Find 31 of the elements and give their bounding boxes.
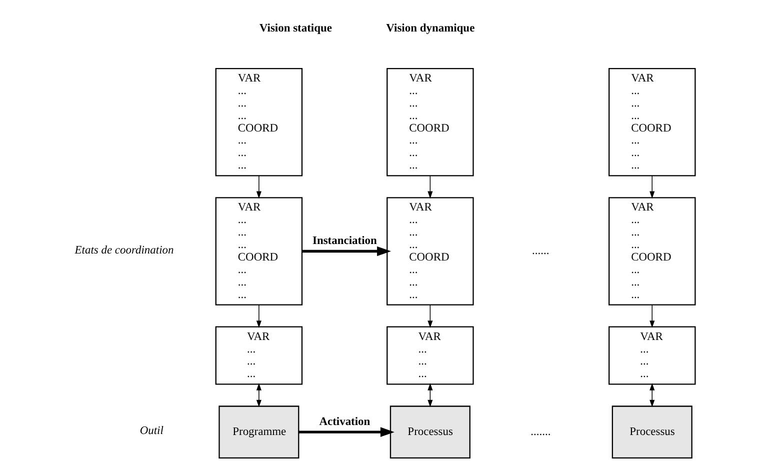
node-box: VAR ... ... ... COORD ... ... ...: [608, 68, 696, 176]
node-box: VAR ... ... ... COORD ... ... ...: [215, 68, 303, 176]
label: Vision statique: [259, 22, 332, 34]
node-box: VAR ... ... ...: [608, 326, 696, 385]
node-box: VAR ... ... ...: [215, 326, 303, 385]
label: ......: [532, 245, 550, 258]
node-box: VAR ... ... ... COORD ... ... ...: [608, 197, 696, 306]
arrow: [428, 176, 433, 199]
edge-label: Activation: [319, 416, 370, 428]
arrow: [650, 304, 655, 328]
node-box: VAR ... ... ... COORD ... ... ...: [386, 197, 474, 306]
arrow: [428, 304, 433, 328]
edge-label: Instanciation: [312, 235, 377, 248]
label: .......: [530, 426, 551, 438]
arrow: [302, 246, 392, 256]
arrow: [298, 427, 394, 437]
label: Outil: [140, 425, 164, 438]
node-box: Processus: [612, 406, 692, 458]
node-box: VAR ... ... ... COORD ... ... ...: [215, 197, 303, 306]
label: Vision dynamique: [386, 22, 475, 34]
arrow: [256, 383, 262, 408]
node-box: VAR ... ... ... COORD ... ... ...: [386, 68, 474, 176]
node-box: Programme: [218, 406, 300, 458]
node-box: VAR ... ... ...: [386, 326, 474, 385]
arrow: [650, 383, 655, 408]
arrow: [256, 176, 262, 199]
label: Etats de coordination: [74, 244, 174, 256]
arrow: [428, 383, 433, 408]
arrow: [256, 304, 262, 328]
arrow: [650, 176, 655, 199]
node-box: Processus: [390, 406, 470, 458]
